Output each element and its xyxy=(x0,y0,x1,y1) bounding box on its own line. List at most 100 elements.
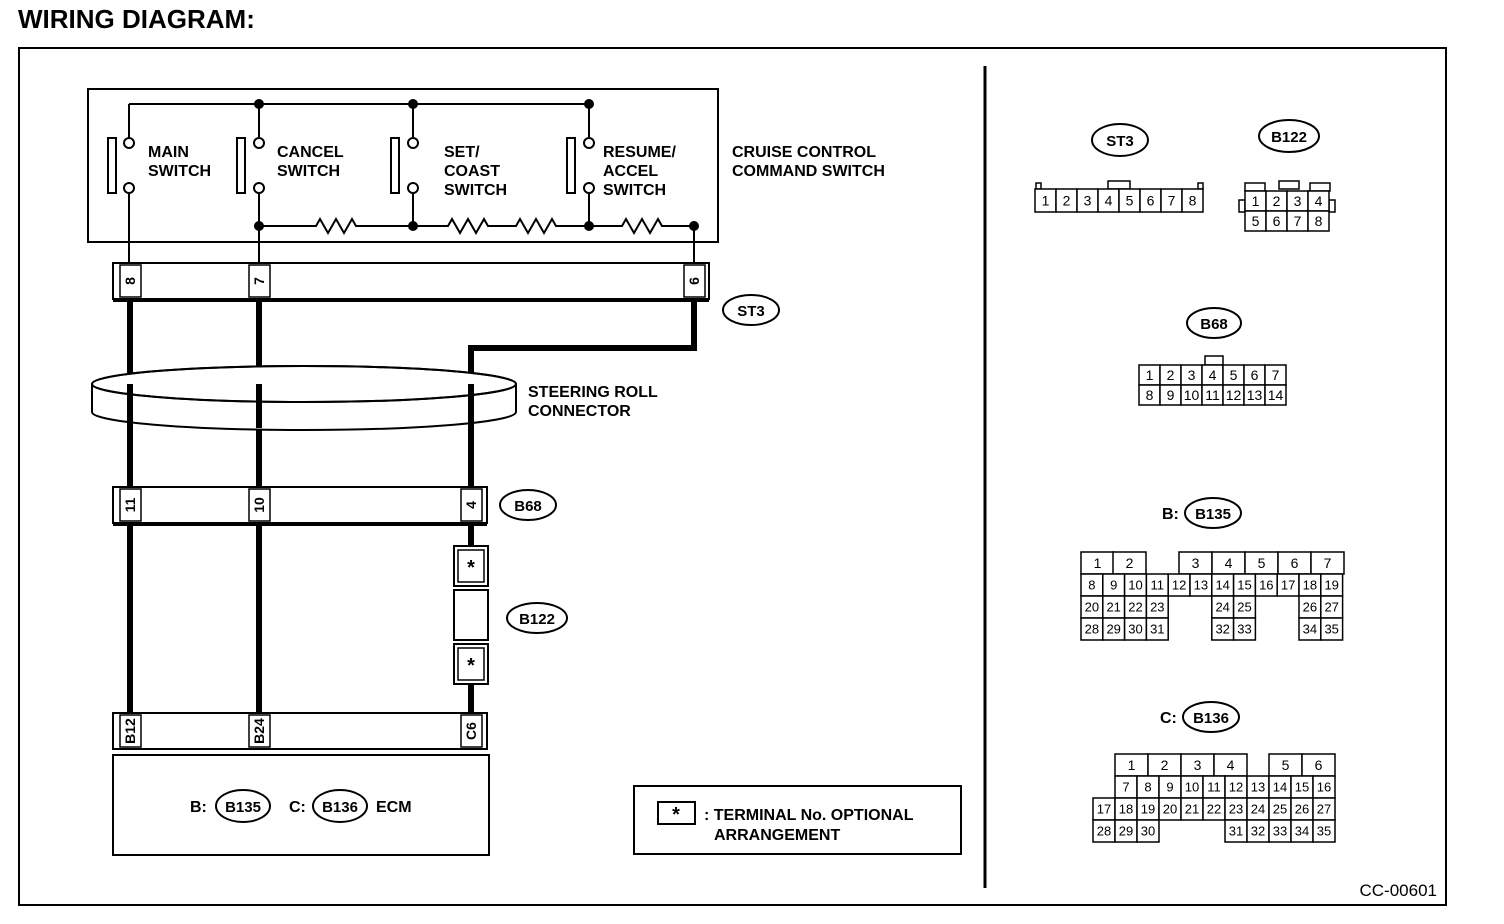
b135-pin-34: 34 xyxy=(1303,622,1317,637)
b122-pin-6: 6 xyxy=(1273,213,1281,229)
b136-pin-3: 3 xyxy=(1194,757,1202,773)
b122-view-oval xyxy=(1258,119,1320,153)
diagram-frame xyxy=(18,47,1447,906)
steering-roll-label: STEERING ROLL CONNECTOR xyxy=(528,384,662,420)
resume-accel-switch-label: RESUME/ ACCEL SWITCH xyxy=(603,144,680,199)
b135-pin-3: 3 xyxy=(1192,555,1200,571)
b122-inline-connector: * * B122 xyxy=(453,545,568,685)
b135-pin-15: 15 xyxy=(1237,578,1251,593)
set-switch-actuator xyxy=(390,137,400,194)
ecm-pin-c6: C6 xyxy=(463,722,479,740)
cancel-switch-label: CANCEL SWITCH xyxy=(277,144,348,180)
b135-pin-17: 17 xyxy=(1281,578,1295,593)
b136-pin-19: 19 xyxy=(1141,802,1155,817)
b122-oval xyxy=(506,602,568,634)
b122-optional-mark-bottom: * xyxy=(467,655,475,677)
b68-pin-4: 4 xyxy=(463,501,479,509)
b68-pin-8: 8 xyxy=(1146,387,1154,403)
ecm-c-prefix: C: xyxy=(289,799,306,816)
b136-pin-16: 16 xyxy=(1317,780,1331,795)
b135-pin-24: 24 xyxy=(1215,600,1229,615)
b135-pin-20: 20 xyxy=(1085,600,1099,615)
b135-pin-5: 5 xyxy=(1258,555,1266,571)
b135-pin-2: 2 xyxy=(1126,555,1134,571)
b68-pin-14-cell xyxy=(1264,384,1287,406)
b136-pin-1: 1 xyxy=(1128,757,1136,773)
st3-pin-3: 3 xyxy=(1084,193,1092,209)
b135-pin-23: 23 xyxy=(1150,600,1164,615)
b136-pin-34: 34 xyxy=(1295,824,1309,839)
b68-view-label: B68 xyxy=(1200,316,1228,333)
st3-view-oval xyxy=(1091,123,1149,157)
st3-pin-4: 4 xyxy=(1105,193,1113,209)
b68-pin-13: 13 xyxy=(1247,387,1263,403)
b136-pin-25: 25 xyxy=(1273,802,1287,817)
b135-pin-31-cell xyxy=(1145,617,1169,641)
main-switch-actuator xyxy=(107,137,117,194)
st3-pin-1: 1 xyxy=(1042,193,1050,209)
st3-pin-7: 7 xyxy=(1168,193,1176,209)
b135-pin-19: 19 xyxy=(1324,578,1338,593)
main-switch-label: MAIN SWITCH xyxy=(148,144,211,180)
b135-pin-33: 33 xyxy=(1237,622,1251,637)
b136-pin-4: 4 xyxy=(1227,757,1235,773)
b136-pin-30: 30 xyxy=(1141,824,1155,839)
command-switch-title: CRUISE CONTROL COMMAND SWITCH xyxy=(732,144,885,180)
b136-pin-8: 8 xyxy=(1144,780,1151,795)
b136-view-label: B136 xyxy=(1193,710,1229,727)
b136-view-oval xyxy=(1182,701,1240,733)
b135-pin-26: 26 xyxy=(1303,600,1317,615)
b135-pin-1: 1 xyxy=(1094,555,1102,571)
b68-pin-10: 10 xyxy=(1184,387,1200,403)
b135-pin-4: 4 xyxy=(1225,555,1233,571)
b136-pin-24: 24 xyxy=(1251,802,1265,817)
b136-pin-13: 13 xyxy=(1251,780,1265,795)
b68-pin-1: 1 xyxy=(1146,367,1154,383)
st3-pin-6: 6 xyxy=(1147,193,1155,209)
b135-pin-13: 13 xyxy=(1194,578,1208,593)
b135-pin-14: 14 xyxy=(1215,578,1229,593)
b68-pin-9: 9 xyxy=(1167,387,1175,403)
b136-pin-22: 22 xyxy=(1207,802,1221,817)
b136-pin-32: 32 xyxy=(1251,824,1265,839)
b135-pin-27: 27 xyxy=(1324,600,1338,615)
b136-pin-21: 21 xyxy=(1185,802,1199,817)
b136-pin-15: 15 xyxy=(1295,780,1309,795)
b135-pin-11: 11 xyxy=(1151,578,1165,593)
b135-pin-35: 35 xyxy=(1324,622,1338,637)
ecm-box xyxy=(112,754,490,856)
b68-oval-label: B68 xyxy=(514,498,542,515)
b135-pin-32: 32 xyxy=(1215,622,1229,637)
b122-oval-label: B122 xyxy=(519,611,555,628)
b68-pin-12: 12 xyxy=(1226,387,1242,403)
b135-pin-25: 25 xyxy=(1237,600,1251,615)
ecm-b135-oval xyxy=(215,789,271,823)
set-coast-switch-label: SET/ COAST SWITCH xyxy=(444,144,507,199)
b136-pin-17: 17 xyxy=(1097,802,1111,817)
b136-pin-35: 35 xyxy=(1317,824,1331,839)
st3-pin-8: 8 xyxy=(122,277,138,285)
st3-oval xyxy=(722,294,780,326)
ecm-b-prefix: B: xyxy=(190,799,207,816)
b135-view-oval xyxy=(1184,497,1242,529)
st3-connector-bar: 8 7 6 ST3 xyxy=(112,262,780,326)
b136-pin-26: 26 xyxy=(1295,802,1309,817)
b68-oval xyxy=(499,489,557,521)
b136-pin-33: 33 xyxy=(1273,824,1287,839)
b136-pin-30-cell xyxy=(1136,819,1160,843)
b68-pin-6: 6 xyxy=(1251,367,1259,383)
st3-oval-label: ST3 xyxy=(737,303,765,320)
b136-pin-28: 28 xyxy=(1097,824,1111,839)
b135-pin-7: 7 xyxy=(1324,555,1332,571)
b136-pin-9: 9 xyxy=(1166,780,1173,795)
b68-pin-14: 14 xyxy=(1268,387,1284,403)
figure-id: CC-00601 xyxy=(1360,881,1438,900)
b122-pin-4: 4 xyxy=(1315,193,1323,209)
b136-pin-23: 23 xyxy=(1229,802,1243,817)
b135-pin-8: 8 xyxy=(1088,578,1095,593)
